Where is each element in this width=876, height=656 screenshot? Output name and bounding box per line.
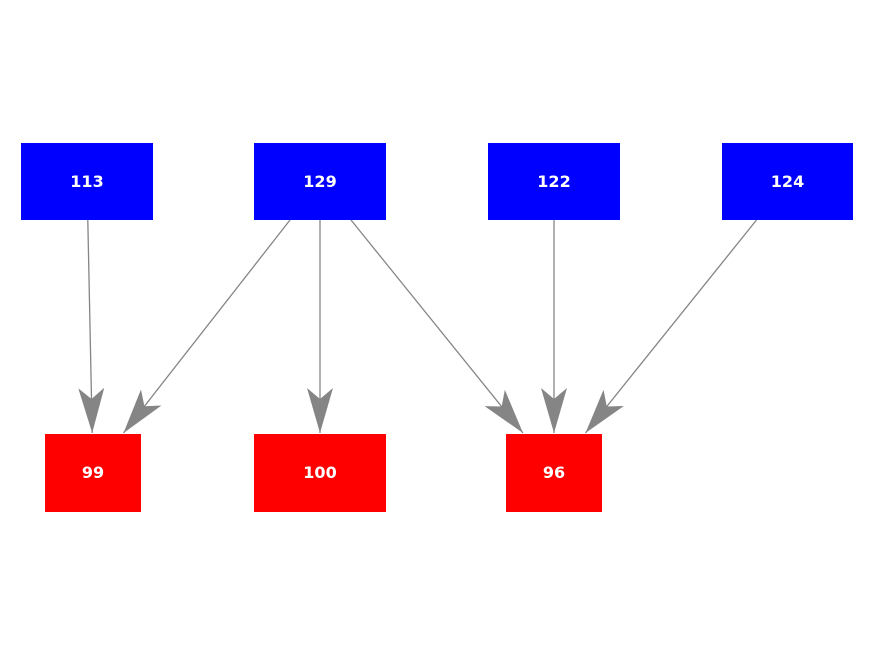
- node-label: 100: [303, 463, 337, 482]
- node-122: 122: [488, 143, 620, 220]
- node-99: 99: [45, 434, 141, 512]
- node-129: 129: [254, 143, 386, 220]
- edge-129-99: [122, 219, 291, 434]
- node-label: 99: [81, 463, 105, 482]
- node-label: 113: [70, 171, 104, 191]
- edge-124-96: [584, 219, 758, 434]
- node-100: 100: [254, 434, 386, 512]
- edge-129-96: [350, 219, 524, 434]
- node-96: 96: [506, 434, 602, 512]
- edge-group: [78, 219, 758, 434]
- node-label: 122: [537, 171, 571, 191]
- node-124: 124: [722, 143, 853, 220]
- edge-113-99: [78, 219, 105, 434]
- node-label: 129: [303, 171, 337, 191]
- node-label: 124: [770, 171, 805, 191]
- node-label: 96: [542, 463, 566, 482]
- node-113: 113: [21, 143, 153, 220]
